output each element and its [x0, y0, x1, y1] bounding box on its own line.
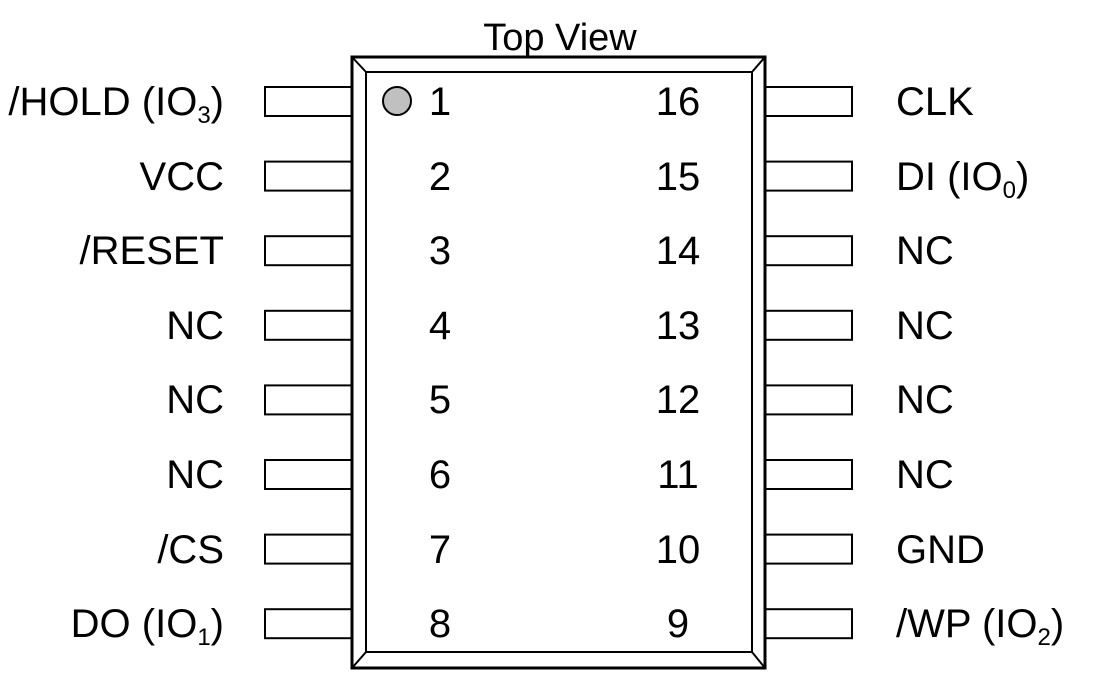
chip-body-outer	[350, 55, 767, 670]
pin-name-text: /CS	[157, 527, 224, 572]
left-pin-lead-4	[264, 309, 353, 341]
right-pin-number: 16	[655, 80, 701, 124]
right-pin-number: 15	[655, 154, 701, 199]
right-pin-lead-4	[764, 309, 853, 341]
right-pin-name: NC	[896, 226, 954, 276]
right-pin-number: 13	[655, 303, 701, 348]
pin-name-subscript: 3	[197, 102, 211, 129]
right-pin-name: GND	[896, 525, 985, 575]
right-pin-number: 10	[655, 527, 701, 572]
right-pin-lead-6	[764, 459, 853, 490]
right-pin-name: NC	[896, 375, 954, 425]
left-pin-lead-3	[264, 235, 353, 267]
right-pin-number: 14	[655, 229, 701, 274]
pin-name-subscript: 0	[1002, 176, 1017, 204]
right-pin-number: 12	[655, 378, 701, 423]
left-pin-name: DO (IO1)	[0, 599, 224, 652]
left-pin-number: 8	[428, 602, 452, 647]
left-pin-name: VCC	[0, 152, 224, 202]
pin-name-text: CLK	[896, 80, 974, 124]
pin-name-text: GND	[896, 527, 985, 572]
right-pin-name: NC	[896, 450, 954, 500]
pin-name-text: /WP (IO	[896, 602, 1038, 647]
pin-name-text: NC	[166, 378, 224, 423]
chip-body-inner	[365, 71, 753, 653]
left-pin-leads	[264, 86, 353, 640]
pin1-marker	[382, 86, 412, 116]
pin-name-text: NC	[896, 378, 954, 423]
left-pin-number: 1	[428, 80, 452, 124]
right-pin-lead-8	[764, 608, 853, 640]
pin-name-suffix: )	[1016, 154, 1030, 199]
left-pin-number: 3	[428, 229, 452, 274]
pin-name-subscript: 1	[197, 624, 211, 652]
left-pin-name: /CS	[0, 525, 224, 575]
pin-name-suffix: )	[210, 602, 224, 647]
chip-body	[350, 55, 767, 670]
pin-name-text: NC	[896, 303, 954, 348]
left-pin-number: 7	[428, 527, 452, 572]
pin-name-text: DI (IO	[896, 154, 1003, 199]
left-pin-number: 4	[428, 303, 452, 348]
left-pin-lead-1	[264, 86, 353, 117]
right-pin-name: DI (IO0)	[896, 152, 1030, 204]
pin-name-text: NC	[166, 303, 224, 348]
right-pin-lead-7	[764, 533, 853, 565]
left-pin-name: NC	[0, 375, 224, 425]
left-pin-lead-6	[264, 459, 353, 490]
chip-bevel-line	[751, 56, 766, 73]
left-pin-lead-5	[264, 384, 353, 416]
right-pin-number: 9	[666, 602, 690, 647]
diagram-title: Top View	[483, 17, 637, 59]
left-pin-lead-8	[264, 608, 353, 640]
right-pin-number: 11	[657, 453, 699, 497]
pin-name-text: VCC	[139, 154, 224, 199]
left-pin-number: 2	[428, 154, 452, 199]
right-pin-leads	[764, 86, 853, 640]
pin-name-text: NC	[896, 229, 954, 274]
right-pin-name: NC	[896, 301, 954, 351]
left-pin-lead-7	[264, 533, 353, 565]
right-pin-name: CLK	[896, 77, 974, 127]
chip-bevel-line	[351, 651, 367, 669]
left-pin-name: NC	[0, 450, 224, 500]
left-pin-name: /HOLD (IO3)	[0, 77, 224, 129]
right-pin-lead-3	[764, 235, 853, 267]
pin-name-text: NC	[896, 453, 954, 497]
right-pin-lead-5	[764, 384, 853, 416]
pin-name-text: /HOLD (IO	[8, 80, 198, 124]
pin-name-suffix: )	[210, 80, 224, 124]
left-pin-name: NC	[0, 301, 224, 351]
pin-name-text: DO (IO	[70, 602, 198, 647]
right-pin-lead-1	[764, 86, 853, 117]
pin-name-text: /RESET	[79, 229, 224, 274]
left-pin-lead-2	[264, 160, 353, 192]
chip-bevel-line	[751, 651, 766, 669]
chip-bevel-line	[351, 56, 367, 73]
right-pin-lead-2	[764, 160, 853, 192]
left-pin-number: 5	[428, 378, 452, 423]
left-pin-name: /RESET	[0, 226, 224, 276]
left-pin-number: 6	[428, 453, 452, 497]
pin-name-suffix: )	[1050, 602, 1065, 647]
pin-name-subscript: 2	[1037, 624, 1051, 652]
right-pin-name: /WP (IO2)	[896, 599, 1065, 652]
pin-name-text: NC	[166, 453, 224, 497]
